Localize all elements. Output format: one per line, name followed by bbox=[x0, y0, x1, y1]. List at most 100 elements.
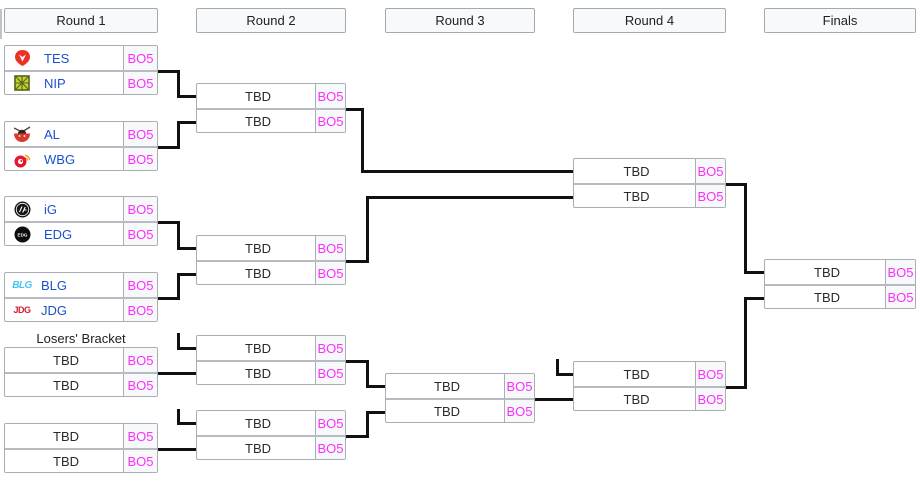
bestof-badge: BO5 bbox=[695, 362, 725, 386]
team-row-edg: EDG EDG BO5 bbox=[5, 221, 157, 245]
bestof-badge: BO5 bbox=[315, 236, 345, 260]
bestof-badge: BO5 bbox=[123, 223, 157, 245]
bracket-connector bbox=[744, 183, 747, 273]
bracket-connector bbox=[158, 297, 180, 300]
bestof-badge: BO5 bbox=[123, 299, 157, 321]
team-row-tbd: TBD BO5 bbox=[574, 386, 725, 410]
team-name-nip[interactable]: NIP bbox=[44, 75, 66, 91]
team-row-wbg: WBG BO5 bbox=[5, 146, 157, 170]
bestof-badge: BO5 bbox=[123, 348, 157, 372]
team-row-tbd: TBD BO5 bbox=[765, 260, 915, 284]
team-name-tbd: TBD bbox=[814, 289, 840, 305]
team-name-ig[interactable]: iG bbox=[44, 201, 57, 217]
team-name-blg[interactable]: BLG bbox=[41, 277, 68, 293]
team-row-tbd: TBD BO5 bbox=[5, 424, 157, 448]
bracket-connector bbox=[177, 333, 180, 349]
bestof-badge: BO5 bbox=[504, 374, 534, 398]
bracket-connector bbox=[158, 70, 180, 73]
nip-logo-icon bbox=[11, 75, 33, 91]
bestof-badge: BO5 bbox=[123, 374, 157, 396]
team-row-tbd: TBD BO5 bbox=[5, 348, 157, 372]
team-row-tbd: TBD BO5 bbox=[197, 336, 345, 360]
bestof-badge: BO5 bbox=[885, 286, 915, 308]
bestof-badge: BO5 bbox=[123, 122, 157, 146]
team-row-tbd: TBD BO5 bbox=[197, 236, 345, 260]
team-row-ig: iG BO5 bbox=[5, 197, 157, 221]
team-row-tbd: TBD BO5 bbox=[197, 435, 345, 459]
team-name-tbd: TBD bbox=[434, 403, 460, 419]
team-row-tbd: TBD BO5 bbox=[765, 284, 915, 308]
match-lb-r2m1: TBD BO5 TBD BO5 bbox=[196, 335, 346, 385]
bracket-connector bbox=[158, 448, 196, 451]
match-ub-final: TBD BO5 TBD BO5 bbox=[573, 158, 726, 208]
team-row-tbd: TBD BO5 bbox=[197, 260, 345, 284]
bestof-badge: BO5 bbox=[315, 336, 345, 360]
team-row-tbd: TBD BO5 bbox=[197, 360, 345, 384]
team-name-tbd: TBD bbox=[623, 188, 650, 204]
match-ub-sf1: TBD BO5 TBD BO5 bbox=[196, 83, 346, 133]
team-name-tbd: TBD bbox=[245, 365, 271, 381]
round-header-round4: Round 4 bbox=[573, 8, 726, 33]
bracket-connector bbox=[744, 297, 747, 389]
bestof-badge: BO5 bbox=[123, 46, 157, 70]
svg-text:EDG: EDG bbox=[17, 232, 27, 237]
bestof-badge: BO5 bbox=[695, 185, 725, 207]
team-name-al[interactable]: AL bbox=[44, 126, 60, 142]
bestof-badge: BO5 bbox=[315, 411, 345, 435]
team-row-al: AL BO5 bbox=[5, 122, 157, 146]
team-name-tbd: TBD bbox=[53, 428, 79, 444]
jdg-logo-icon: JDG bbox=[13, 305, 31, 315]
bestof-badge: BO5 bbox=[123, 450, 157, 472]
tes-logo-icon bbox=[11, 49, 33, 67]
team-name-jdg[interactable]: JDG bbox=[41, 302, 67, 318]
bracket-connector bbox=[366, 196, 573, 199]
team-row-tes: TES BO5 bbox=[5, 46, 157, 70]
team-name-edg[interactable]: EDG bbox=[44, 226, 73, 242]
bestof-badge: BO5 bbox=[123, 197, 157, 221]
team-row-blg: BLG BLG BO5 bbox=[5, 273, 157, 297]
bestof-badge: BO5 bbox=[123, 148, 157, 170]
bracket-connector bbox=[177, 247, 196, 250]
bracket-connector bbox=[726, 183, 747, 186]
match-lb-r1m1: TBD BO5 TBD BO5 bbox=[4, 347, 158, 397]
bestof-badge: BO5 bbox=[695, 388, 725, 410]
bracket-connector bbox=[744, 271, 764, 274]
team-row-tbd: TBD BO5 bbox=[5, 448, 157, 472]
match-ub-qf2: AL BO5 WBG BO5 bbox=[4, 121, 158, 171]
match-ub-qf4: BLG BLG BO5 JDG JDG BO5 bbox=[4, 272, 158, 322]
bracket-connector bbox=[556, 373, 573, 376]
al-logo-icon bbox=[11, 125, 33, 143]
match-ub-qf3: iG BO5 EDG EDG BO5 bbox=[4, 196, 158, 246]
bracket-connector bbox=[177, 273, 180, 300]
bracket-connector bbox=[744, 297, 764, 300]
bestof-badge: BO5 bbox=[504, 400, 534, 422]
bracket-connector bbox=[177, 95, 196, 98]
team-row-tbd: TBD BO5 bbox=[574, 183, 725, 207]
round-header-finals: Finals bbox=[764, 8, 916, 33]
team-name-tbd: TBD bbox=[245, 240, 271, 256]
bracket-connector bbox=[726, 386, 747, 389]
bracket-connector bbox=[177, 409, 180, 424]
bestof-badge: BO5 bbox=[315, 262, 345, 284]
team-row-tbd: TBD BO5 bbox=[5, 372, 157, 396]
team-name-tes[interactable]: TES bbox=[44, 50, 70, 66]
ig-logo-icon bbox=[11, 201, 33, 218]
team-name-tbd: TBD bbox=[53, 352, 79, 368]
team-name-tbd: TBD bbox=[434, 378, 460, 394]
bracket-connector bbox=[177, 422, 196, 425]
bestof-badge: BO5 bbox=[315, 437, 345, 459]
team-name-wbg[interactable]: WBG bbox=[44, 151, 76, 167]
team-name-tbd: TBD bbox=[245, 340, 271, 356]
bestof-badge: BO5 bbox=[695, 159, 725, 183]
team-name-tbd: TBD bbox=[623, 163, 650, 179]
team-name-tbd: TBD bbox=[245, 440, 271, 456]
match-lb-r3: TBD BO5 TBD BO5 bbox=[385, 373, 535, 423]
bracket-connector bbox=[366, 360, 369, 388]
losers-bracket-label: Losers' Bracket bbox=[36, 331, 126, 346]
wbg-logo-icon bbox=[11, 151, 33, 168]
bracket-connector bbox=[366, 411, 385, 414]
bracket-connector bbox=[366, 411, 369, 438]
bestof-badge: BO5 bbox=[315, 110, 345, 132]
bestof-badge: BO5 bbox=[315, 84, 345, 108]
team-row-tbd: TBD BO5 bbox=[197, 411, 345, 435]
